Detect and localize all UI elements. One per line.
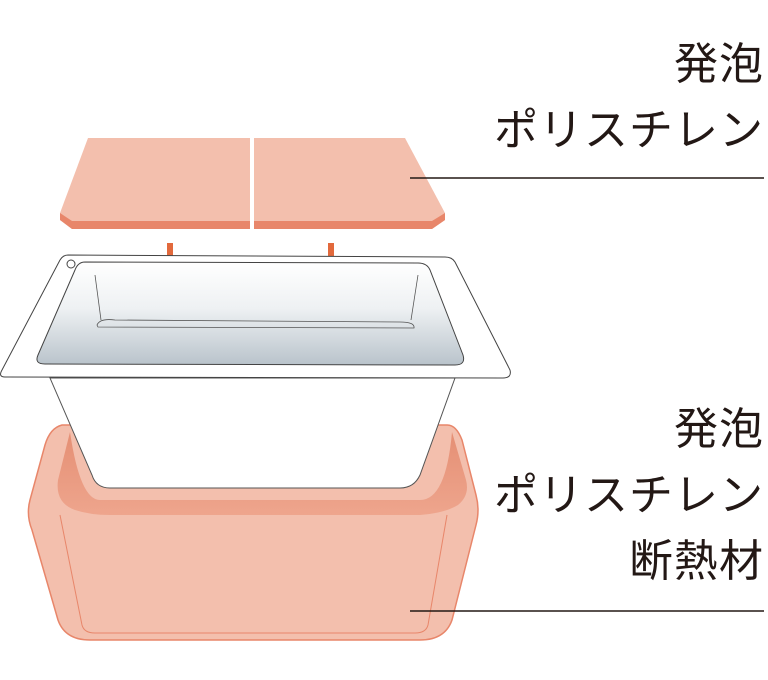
label-insulation-material: 発泡 ポリスチレン 断熱材 [494,397,764,595]
label-line: 発泡 [674,404,764,455]
lid-foam-panels [60,138,445,229]
label-line: ポリスチレン [494,470,764,521]
label-line: 断熱材 [629,536,764,587]
label-lid-material: 発泡 ポリスチレン [494,32,764,164]
drain-hole [66,259,76,269]
label-line: 発泡 [674,39,764,90]
bathtub-body [49,377,456,489]
label-line: ポリスチレン [494,105,764,156]
bathtub-basin [36,261,465,366]
